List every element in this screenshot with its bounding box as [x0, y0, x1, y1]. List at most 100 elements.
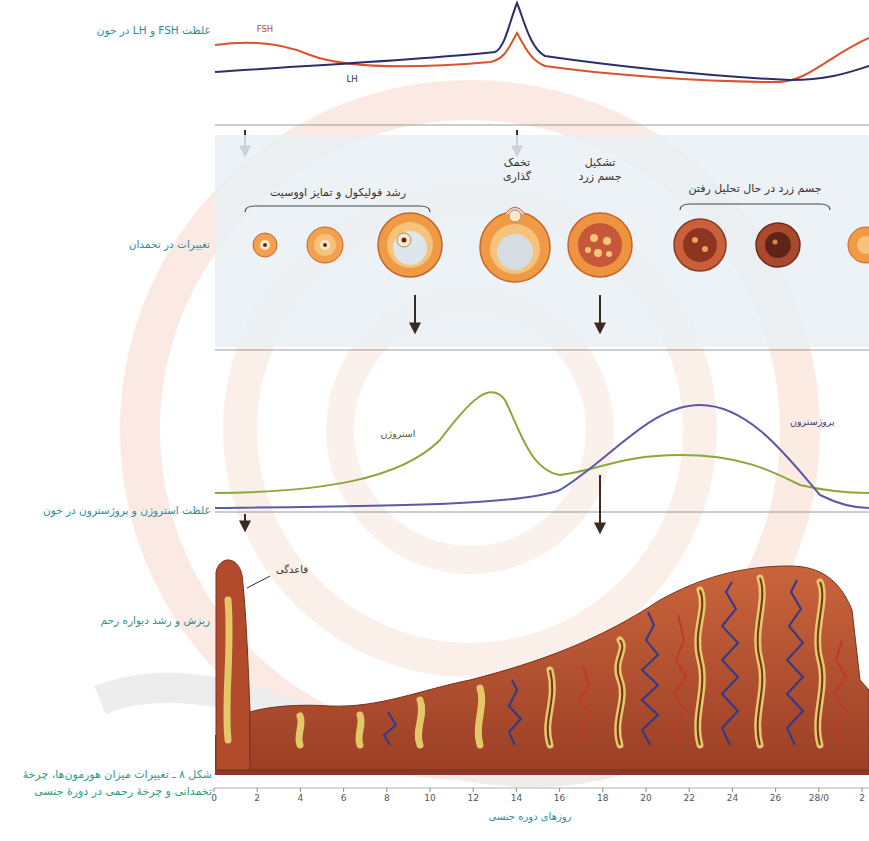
- follicle-wall: [307, 227, 343, 263]
- axis-tick-label: 20: [640, 793, 651, 805]
- axis-tick-label: 26: [770, 793, 781, 805]
- luteal-cell: [603, 237, 611, 245]
- axis-tick-label: 12: [467, 793, 478, 805]
- follicle-wall: [848, 227, 869, 263]
- estrogen-curve: [215, 392, 869, 493]
- curve-label: LH: [346, 74, 357, 85]
- axis-tick-label: 2: [859, 793, 865, 805]
- down-arrow: [599, 475, 601, 532]
- granulosa: [490, 224, 540, 274]
- granulosa: [387, 222, 433, 268]
- vessel: [509, 680, 521, 745]
- antrum: [497, 234, 533, 270]
- gland: [548, 670, 553, 745]
- vessel: [579, 665, 591, 745]
- shedding-endometrium: [216, 560, 250, 770]
- corpus-luteum-core: [578, 223, 622, 267]
- gland: [359, 715, 361, 745]
- antrum: [393, 231, 427, 265]
- axis-tick-label: 10: [424, 793, 435, 805]
- gland-lumen: [818, 582, 823, 745]
- gland: [618, 640, 623, 745]
- stage-heading: تخمک گذاری: [492, 156, 542, 185]
- granulosa: [314, 234, 336, 256]
- down-arrow: [244, 514, 246, 530]
- axis-tick-label: 14: [511, 793, 522, 805]
- mature-follicle: [378, 213, 442, 277]
- gland-lumens: [548, 578, 823, 745]
- luteal-cell: [702, 246, 708, 252]
- axis-line: [214, 788, 869, 789]
- vessel: [722, 582, 738, 745]
- follicle-wall: [378, 213, 442, 277]
- down-arrow: [599, 295, 601, 332]
- oocyte: [397, 233, 411, 247]
- vessel: [642, 612, 658, 745]
- next-follicle: [848, 227, 869, 263]
- primary-follicle: [253, 233, 277, 257]
- axis-tick-label: 24: [727, 793, 738, 805]
- vessel: [787, 580, 803, 745]
- gland: [758, 578, 763, 745]
- axis-tick-label: 2: [254, 793, 260, 805]
- panel-label: غلظت استروژن و پروژسترون در خون: [43, 504, 210, 518]
- bracket: [245, 206, 430, 212]
- gland: [418, 700, 421, 745]
- panel-divider: [215, 350, 869, 351]
- stage-heading: تشکیل جسم زرد: [575, 156, 625, 185]
- luteal-cell: [594, 249, 602, 257]
- nucleus: [263, 243, 267, 247]
- uterine-glands: [227, 578, 822, 745]
- luteal-cell: [606, 251, 612, 257]
- down-arrow: [414, 295, 416, 332]
- gland-lumen: [548, 670, 553, 745]
- curve-label: FSH: [257, 24, 274, 35]
- bracket: [680, 204, 830, 210]
- gland: [698, 590, 703, 745]
- oocyte: [260, 240, 270, 250]
- fsh-curve: [215, 33, 869, 82]
- axis-tick-label: 6: [341, 793, 347, 805]
- stage-heading: جسم زرد در حال تحلیل رفتن: [688, 182, 821, 196]
- luteal-cell: [585, 247, 591, 253]
- axis-tick-label: 18: [597, 793, 608, 805]
- axis-title: روزهای دوره جنسی: [489, 810, 572, 823]
- gland-lumen: [618, 640, 623, 745]
- axis-tick-label: 8: [384, 793, 390, 805]
- axis-tick-label: 16: [554, 793, 565, 805]
- nucleus: [323, 243, 327, 247]
- regressing-corpus-luteum: [756, 223, 800, 267]
- nucleus: [402, 238, 407, 243]
- corpus-luteum-wall: [674, 219, 726, 271]
- panel-divider: [215, 512, 869, 513]
- panel-label: تغییرات در تخمدان: [129, 238, 210, 252]
- luteal-cell: [773, 240, 778, 245]
- corpus-luteum: [568, 213, 632, 277]
- panel-divider: [215, 125, 869, 126]
- luteal-cell: [692, 237, 698, 243]
- ovary-band: [215, 135, 869, 347]
- lh-curve: [215, 3, 869, 80]
- gland: [299, 716, 301, 745]
- axis-tick-label: 4: [298, 793, 304, 805]
- corpus-luteum-core: [765, 232, 791, 258]
- leader-line: [247, 576, 270, 588]
- gland: [478, 688, 481, 745]
- ovulating-follicle: [480, 207, 550, 282]
- gland: [227, 600, 229, 740]
- corpus-luteum-wall: [756, 223, 800, 267]
- axis-tick-label: 22: [683, 793, 694, 805]
- luteal-cell: [590, 234, 598, 242]
- curve-label: پروژسترون: [790, 416, 835, 428]
- vessel: [834, 640, 846, 745]
- panel-label: ریزش و رشد دیواره رحم: [101, 614, 210, 628]
- regressing-corpus-luteum: [674, 219, 726, 271]
- figure-caption: شکل ۸ ـ تغییرات میزان هورمون‌ها، چرخهٔ ت…: [7, 766, 212, 800]
- axis-ticks: [214, 788, 862, 792]
- corpus-luteum-wall: [568, 213, 632, 277]
- endometrium: [250, 566, 869, 770]
- gland: [818, 582, 823, 745]
